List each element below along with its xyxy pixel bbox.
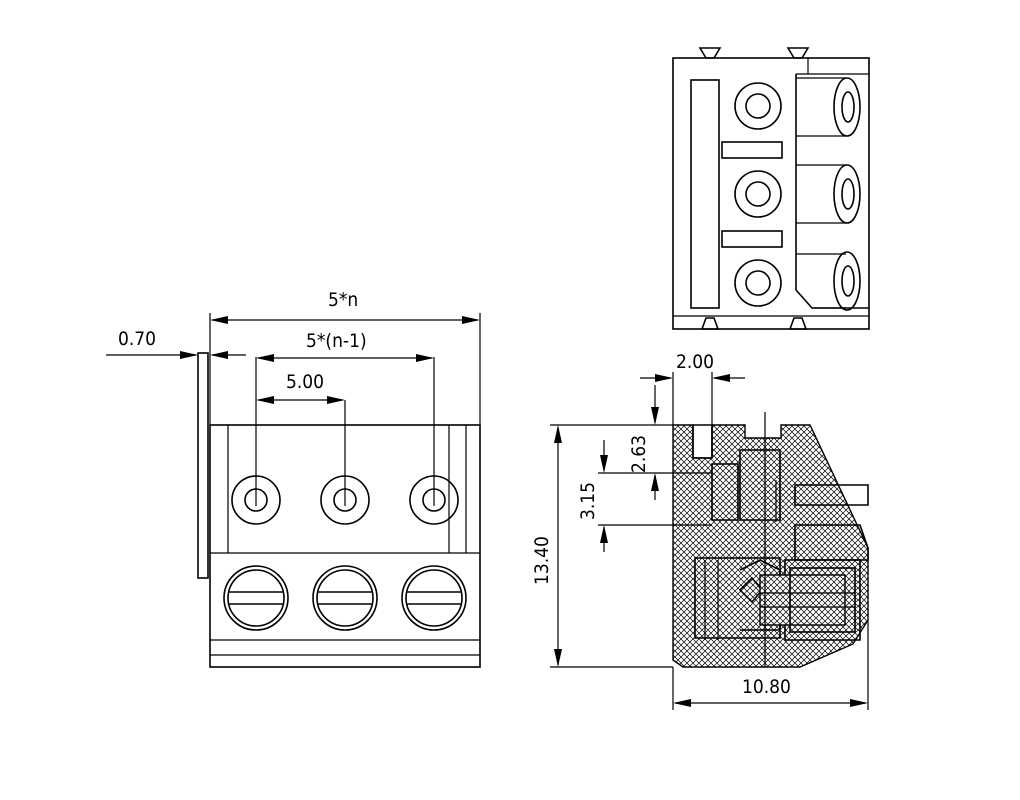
top-hole [734, 82, 782, 130]
dim-label-total-width: 5*n [328, 289, 358, 311]
section-view: 2.00 2.63 3.15 13.40 [531, 351, 869, 710]
top-body [672, 57, 870, 330]
dim-length: 10.80 [672, 620, 869, 710]
dim-depth-b: 3.15 [577, 440, 608, 552]
dim-label-depth-b: 3.15 [577, 482, 599, 520]
wire-tube [796, 251, 861, 311]
top-hole [734, 259, 782, 307]
dim-depth-a: 2.63 [628, 385, 659, 500]
dim-label-depth-a: 2.63 [628, 435, 650, 473]
wire-tube [796, 77, 861, 137]
dim-pitch: 5.00 [256, 371, 345, 404]
top-hole [734, 170, 782, 218]
front-view: 5*n 5*(n-1) 5.00 0.70 [106, 289, 481, 668]
dim-total-width: 5*n [209, 289, 481, 425]
dim-offset: 0.70 [106, 328, 246, 359]
screw-head [401, 565, 467, 631]
top-view [672, 47, 870, 330]
wire-tube [796, 164, 861, 224]
dim-label-offset: 0.70 [118, 328, 156, 350]
left-plate [197, 352, 209, 579]
dim-label-top-width: 2.00 [676, 351, 714, 373]
screw-head [223, 565, 289, 631]
dim-label-length: 10.80 [742, 676, 791, 698]
dim-label-pitch: 5.00 [286, 371, 324, 393]
screw-head [312, 565, 378, 631]
dim-pitch-span: 5*(n-1) [256, 330, 434, 362]
dim-top-width: 2.00 [640, 351, 745, 458]
dim-label-height: 13.40 [531, 536, 553, 585]
dim-label-pitch-span: 5*(n-1) [306, 330, 367, 352]
dim-height: 13.40 [531, 425, 562, 667]
